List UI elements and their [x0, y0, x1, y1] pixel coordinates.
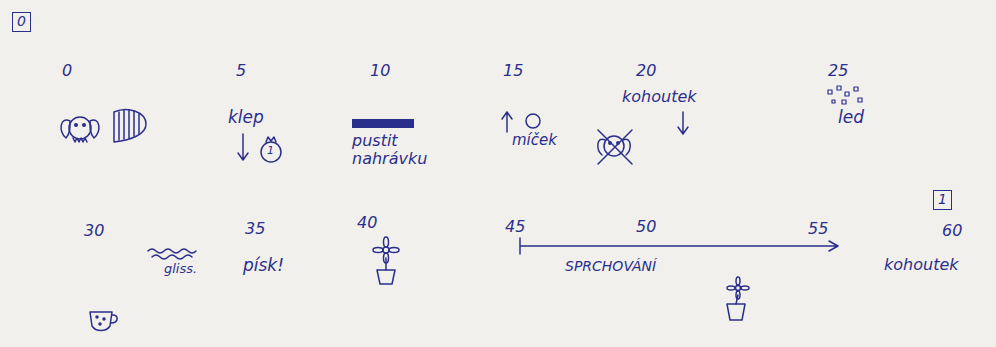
glissando-waves — [148, 249, 196, 259]
arrow-down — [238, 134, 248, 160]
crossed-dog — [598, 130, 632, 164]
time-mark: 50 — [636, 218, 656, 236]
cue-note: SPRCHOVÁNÍ — [565, 258, 656, 274]
ball-symbol — [526, 114, 540, 128]
time-mark: 40 — [357, 214, 377, 232]
section-number: 1 — [938, 192, 947, 207]
section-number: 0 — [17, 14, 26, 29]
cue-note: led — [838, 108, 864, 128]
flower-pot — [373, 237, 399, 284]
time-mark: 45 — [505, 218, 525, 236]
time-mark: 5 — [236, 62, 246, 80]
time-mark: 60 — [942, 222, 962, 240]
cue-note: klep — [228, 108, 264, 128]
harp-symbol — [114, 110, 146, 142]
cue-note: pustit nahrávku — [352, 132, 436, 169]
scribble — [352, 119, 414, 128]
time-mark: 15 — [503, 62, 523, 80]
cue-note: míček — [512, 132, 557, 149]
cue-note: kohoutek — [622, 88, 697, 106]
cue-note: kohoutek — [884, 256, 959, 274]
callout-number: 1 — [267, 145, 274, 158]
time-mark: 0 — [62, 62, 72, 80]
arrow-up — [502, 112, 512, 132]
flower-pot — [727, 277, 749, 320]
time-mark: 10 — [370, 62, 390, 80]
cue-note: písk! — [243, 256, 284, 276]
duration-arrow — [520, 238, 838, 254]
time-mark: 35 — [245, 220, 265, 238]
time-mark: 55 — [808, 220, 828, 238]
time-mark: 20 — [636, 62, 656, 80]
time-mark: 30 — [84, 222, 104, 240]
ice-cubes — [828, 86, 862, 104]
section-box: 1 — [933, 190, 952, 210]
dog-face — [61, 117, 99, 142]
fruit-symbol — [261, 137, 281, 162]
section-box: 0 — [12, 12, 31, 32]
time-mark: 25 — [828, 62, 848, 80]
cup-symbol — [90, 312, 117, 331]
arrow-down — [678, 112, 688, 134]
cue-note: gliss. — [164, 262, 197, 277]
